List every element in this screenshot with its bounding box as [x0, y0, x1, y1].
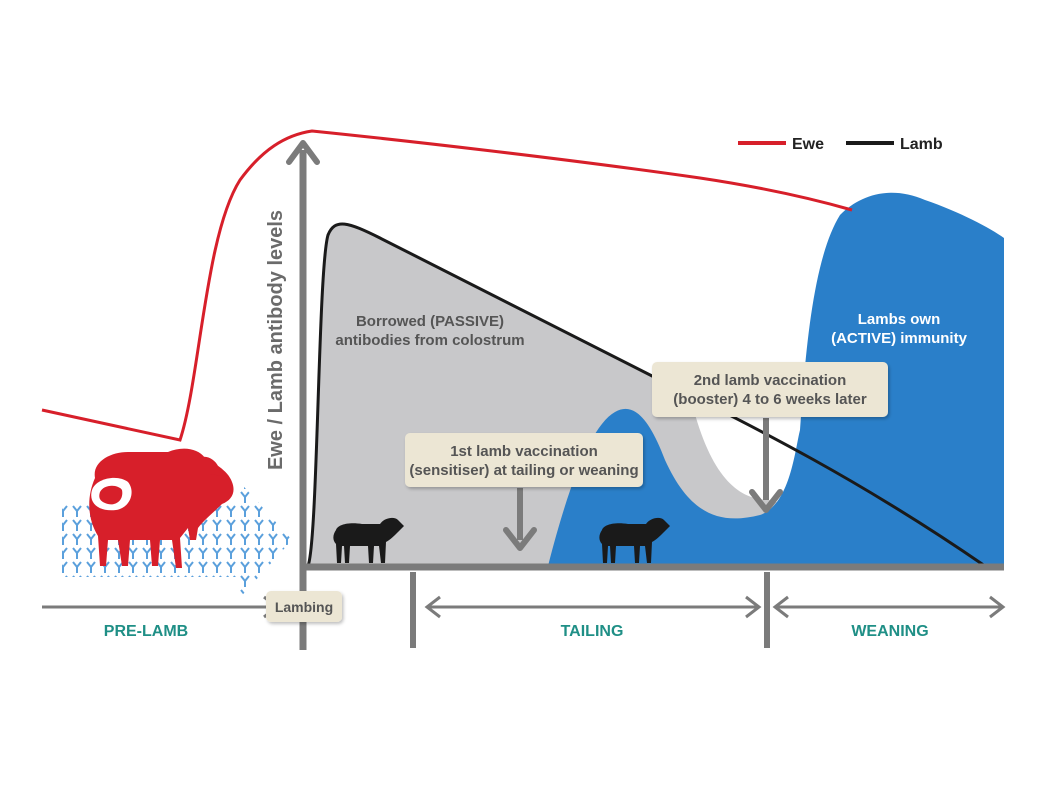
y-axis-label: Ewe / Lamb antibody levels — [265, 210, 287, 470]
phase-weaning-label: WEANING — [851, 623, 928, 640]
vaccination-1-line-1: 1st lamb vaccination — [450, 443, 598, 460]
ewe-line — [41, 129, 853, 442]
vaccination-2-line-1: 2nd lamb vaccination — [694, 372, 847, 389]
tailing-arrowhead-right — [745, 595, 762, 619]
weaning-arrowhead-left — [772, 595, 789, 619]
tailing-arrowhead-left — [424, 595, 441, 619]
legend-ewe-label: Ewe — [792, 136, 824, 153]
vaccination-1-line-2: (sensitiser) at tailing or weaning — [409, 462, 638, 479]
active-immunity-area — [548, 192, 1004, 566]
ewe-sheep-icon — [89, 448, 234, 568]
passive-label-line-2: antibodies from colostrum — [335, 332, 524, 349]
y-axis-arrowhead — [286, 140, 320, 165]
passive-label-line-1: Borrowed (PASSIVE) — [356, 313, 504, 330]
lamb-icon-tailing — [599, 517, 670, 563]
lamb-line — [306, 222, 986, 568]
lambing-label: Lambing — [275, 599, 333, 615]
active-label-line-2: (ACTIVE) immunity — [831, 330, 967, 347]
active-label-line-1: Lambs own — [858, 311, 941, 328]
vaccination-1-arrowhead — [503, 527, 537, 551]
weaning-arrowhead-right — [989, 595, 1006, 619]
legend-lamb-label: Lamb — [900, 136, 943, 153]
lamb-icon-newborn — [333, 517, 404, 563]
vaccination-1-box — [405, 433, 643, 487]
vaccination-2-line-2: (booster) 4 to 6 weeks later — [673, 391, 867, 408]
phase-pre-lamb-label: PRE-LAMB — [104, 623, 188, 640]
vaccination-2-box — [652, 362, 888, 417]
lambing-box — [266, 591, 342, 622]
vaccination-2-arrowhead — [749, 489, 783, 513]
phase-tailing-label: TAILING — [561, 623, 624, 640]
